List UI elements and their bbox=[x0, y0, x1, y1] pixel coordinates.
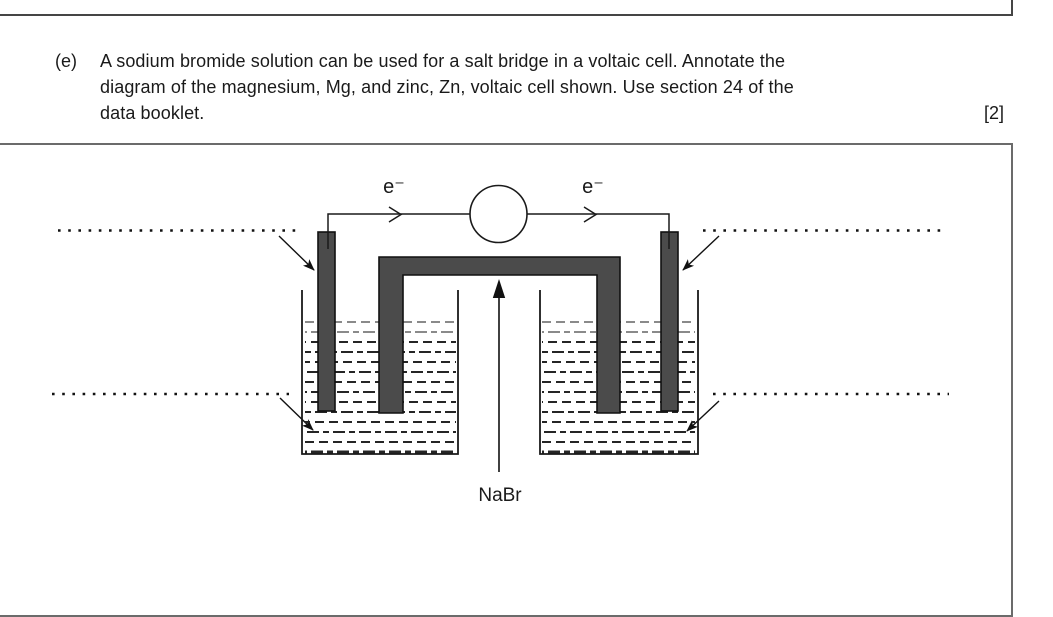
question-line-2: diagram of the magnesium, Mg, and zinc, … bbox=[100, 77, 794, 97]
question-line-1: A sodium bromide solution can be used fo… bbox=[100, 51, 786, 71]
exam-page: { "question": { "label": "(e)", "lines":… bbox=[0, 0, 1013, 617]
question-label: (e) bbox=[55, 51, 77, 71]
electron-flow-label-right: e⁻ bbox=[582, 176, 604, 198]
electron-direction-arrow-right bbox=[583, 206, 598, 223]
nabr-arrow bbox=[492, 279, 506, 472]
pointer-arrow-right-electrode bbox=[682, 235, 720, 271]
voltaic-cell-diagram bbox=[52, 184, 949, 472]
electron-flow-label-left: e⁻ bbox=[383, 176, 405, 198]
beaker-left bbox=[301, 290, 459, 455]
previous-section-box bbox=[0, 0, 1013, 16]
question-block: (e) A sodium bromide solution can be use… bbox=[55, 48, 794, 126]
electrode-right bbox=[660, 231, 679, 412]
question-line-3: data booklet. bbox=[100, 103, 205, 123]
pointer-arrow-right-solution bbox=[686, 400, 720, 432]
wire-left bbox=[327, 213, 470, 249]
pointer-arrow-left-electrode bbox=[278, 235, 315, 271]
beaker-right bbox=[539, 290, 699, 455]
voltmeter-circle bbox=[469, 184, 528, 244]
nabr-arrowhead bbox=[492, 279, 506, 298]
question-text: A sodium bromide solution can be used fo… bbox=[100, 48, 794, 126]
electron-direction-arrow-left bbox=[388, 206, 403, 223]
salt-bridge-solution-label: NaBr bbox=[478, 485, 522, 506]
pointer-arrow-left-solution bbox=[279, 397, 314, 431]
wire-right bbox=[527, 213, 670, 249]
salt-bridge bbox=[378, 256, 621, 414]
electrode-left bbox=[317, 231, 336, 412]
marks-badge: [2] bbox=[984, 103, 1005, 123]
